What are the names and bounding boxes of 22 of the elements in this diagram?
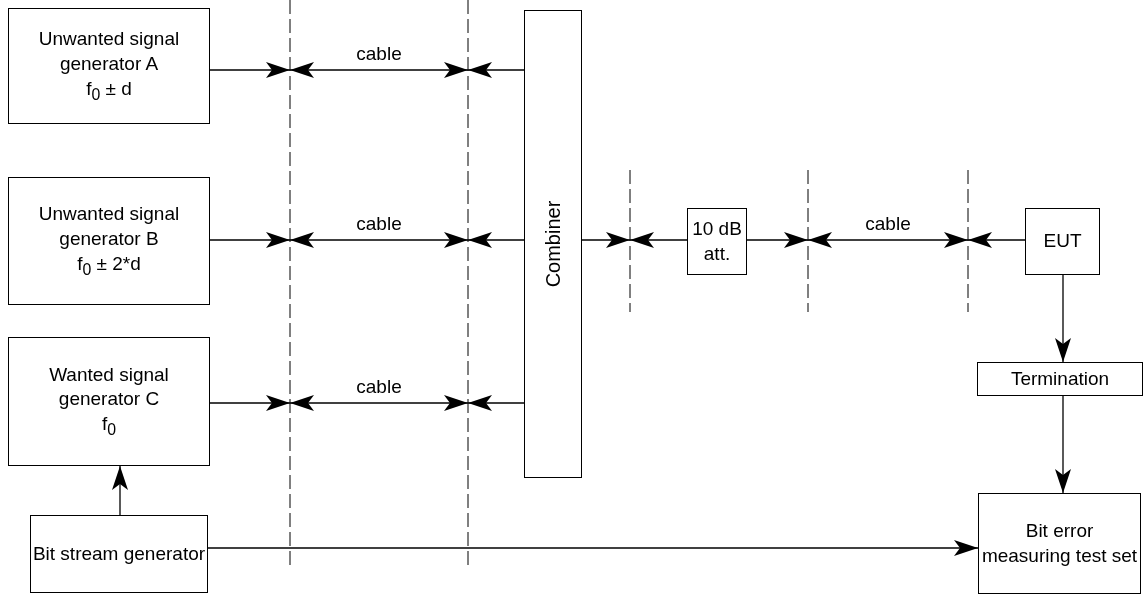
box-label: Termination: [1010, 366, 1110, 391]
arrow: [207, 540, 979, 556]
box-label: f$_{0}$: [101, 412, 117, 440]
process-box: [30, 515, 208, 593]
box-label: Combiner: [541, 200, 565, 288]
arrow: [112, 465, 128, 516]
box-label: f$_{0}$ ± d: [86, 76, 132, 105]
process-box: [977, 362, 1143, 396]
box-label: 10 dB att.: [691, 216, 743, 266]
box-label: EUT: [1043, 229, 1082, 254]
process-box: [687, 208, 747, 275]
box-label: f$_{0}$ ± 2*d: [77, 251, 141, 280]
box-label: Bit error measuring test set: [980, 518, 1139, 568]
process-box: [8, 8, 210, 124]
box-label: Bit stream generator: [32, 541, 206, 566]
arrow: [1055, 395, 1071, 494]
process-box: [8, 337, 210, 466]
process-box: [978, 493, 1141, 594]
process-box: [524, 10, 582, 478]
arrow: [1055, 274, 1071, 363]
process-box: [8, 177, 210, 305]
process-box: [1025, 208, 1100, 275]
